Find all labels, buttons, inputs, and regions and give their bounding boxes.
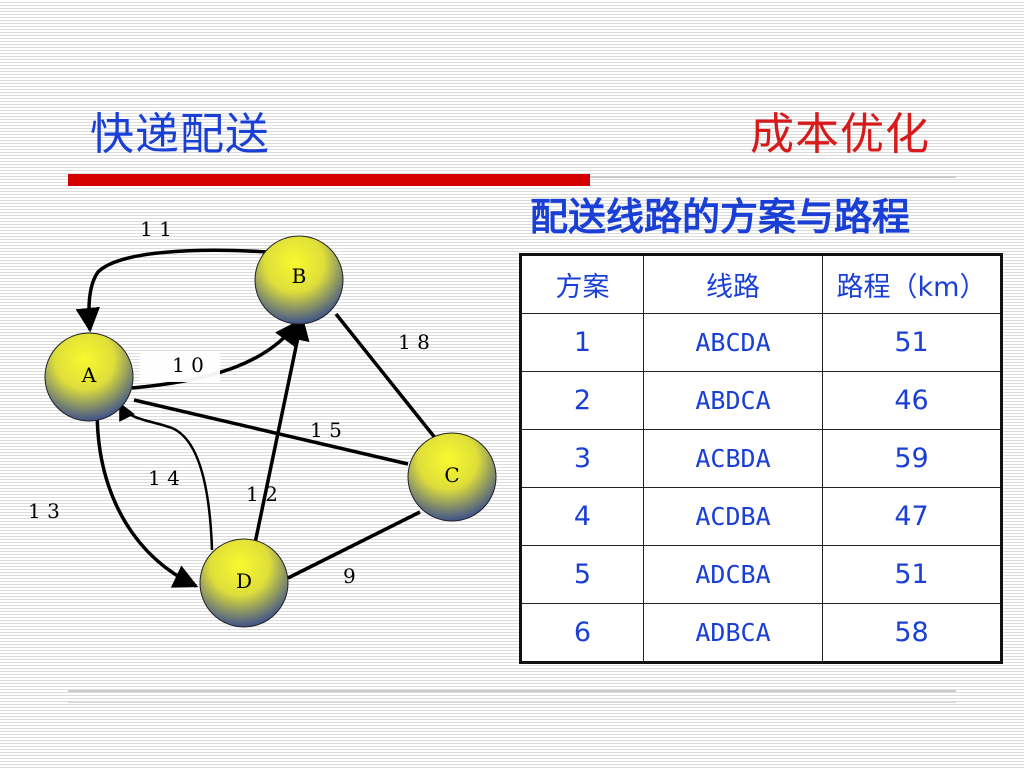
slide-title-left: 快递配送 [90,109,270,160]
table-row: 1 ABCDA 51 [520,313,1002,372]
cell-distance: 58 [822,603,1002,663]
cell-route: ABDCA [643,371,823,430]
table-row: 2 ABDCA 46 [520,371,1002,430]
table-header-row: 方案 线路 路程（km） [520,254,1002,314]
column-header-plan: 方案 [520,254,644,314]
node-a-label: A [81,363,97,387]
table-row: 4 ACDBA 47 [520,487,1002,546]
node-b-label: B [292,264,307,288]
edge-d-to-a-curve [118,402,214,551]
cell-plan: 4 [520,487,644,546]
route-table: 方案 线路 路程（km） 1 ABCDA 51 2 ABDCA 46 3 ACB… [519,253,1003,664]
slide-title-right: 成本优化 [750,109,930,160]
divider-line [590,176,956,178]
node-d-label: D [236,569,252,593]
node-c: C [407,432,497,522]
cell-distance: 51 [822,313,1002,372]
edge-label-ad: 1 3 [28,499,60,523]
cell-plan: 5 [520,545,644,604]
column-header-route: 线路 [643,254,823,314]
node-a: A [44,332,134,422]
cell-distance: 51 [822,545,1002,604]
table-row: 6 ADBCA 58 [520,603,1002,663]
table-row: 3 ACBDA 59 [520,429,1002,488]
cell-distance: 46 [822,371,1002,430]
edge-a-c [133,398,409,466]
edge-d-b [252,315,310,549]
cell-plan: 6 [520,603,644,663]
cell-plan: 1 [520,313,644,372]
cell-plan: 3 [520,429,644,488]
cell-route: ABCDA [643,313,823,372]
node-b: B [254,235,344,325]
footer-divider [68,690,956,692]
edge-b-to-a [75,248,269,333]
edge-label-dc: 9 [343,564,356,588]
cell-route: ACBDA [643,429,823,488]
edge-label-da: 1 4 [148,466,180,490]
node-c-label: C [444,463,459,487]
edge-label-ab: 1 0 [172,353,204,377]
edge-label-ac: 1 5 [310,418,342,442]
column-header-distance: 路程（km） [822,254,1002,314]
edge-label-ba: 1 1 [140,217,172,241]
table-row: 5 ADCBA 51 [520,545,1002,604]
accent-bar [68,174,590,186]
table-title: 配送线路的方案与路程 [530,195,911,239]
cell-route: ADCBA [643,545,823,604]
edge-label-db: 1 2 [246,482,278,506]
edge-a-to-d [95,393,199,588]
cell-plan: 2 [520,371,644,430]
cell-distance: 59 [822,429,1002,488]
edge-d-c [287,510,421,580]
edge-b-c [334,312,442,446]
cell-route: ADBCA [643,603,823,663]
node-d: D [199,538,289,628]
footer-divider-thin [68,702,956,703]
cell-route: ACDBA [643,487,823,546]
edge-label-bc: 1 8 [398,330,430,354]
cell-distance: 47 [822,487,1002,546]
